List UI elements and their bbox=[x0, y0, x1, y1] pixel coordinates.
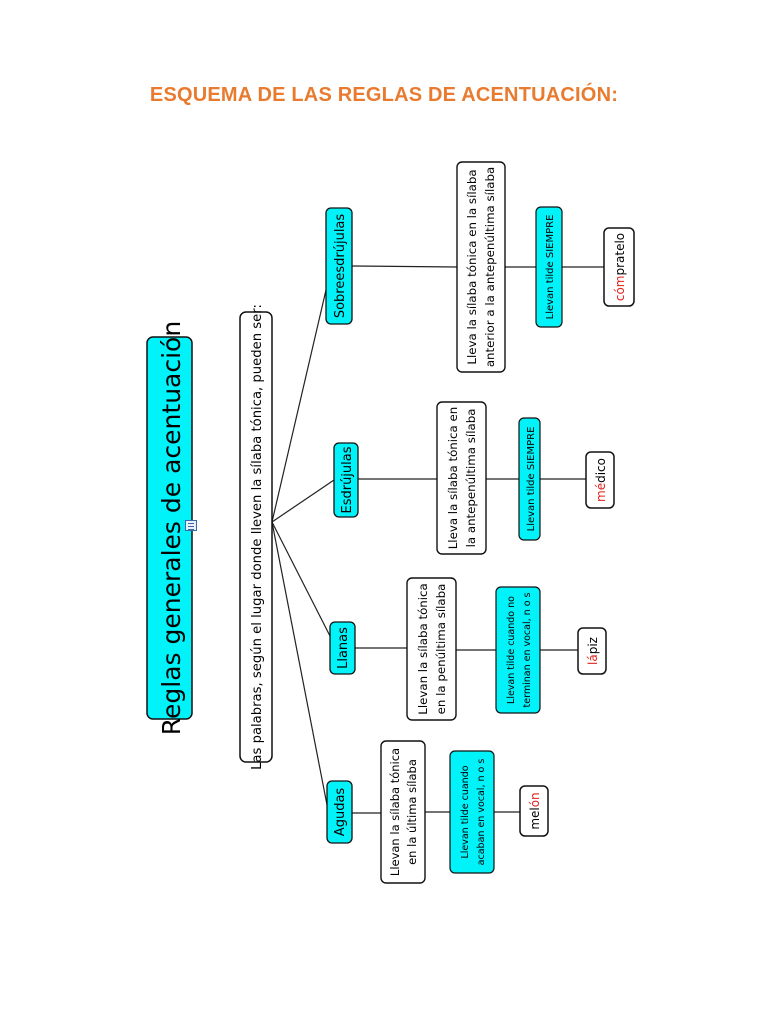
rule-line: en la última sílaba bbox=[405, 759, 419, 865]
tilde-node-llanas: Llevan tilde cuando no terminan en vocal… bbox=[495, 586, 541, 714]
example-accent: cóm bbox=[613, 276, 627, 302]
example-word: lápiz bbox=[586, 637, 600, 665]
rule-line: la antepenúltima sílaba bbox=[464, 409, 478, 548]
tilde-line: terminan en vocal, n o s bbox=[522, 592, 533, 707]
category-node-sobreesdrujulas: Sobreesdrújulas bbox=[325, 207, 353, 325]
tilde-line: acaban en vocal, n o s bbox=[476, 759, 487, 866]
example-rest: mel bbox=[528, 807, 542, 829]
example-rest: piz bbox=[586, 637, 600, 654]
connectors bbox=[271, 265, 604, 814]
main-node-label: Reglas generales de acentuación bbox=[157, 321, 186, 735]
intro-node-label: Las palabras, según el lugar donde lleve… bbox=[249, 304, 265, 770]
main-node: Reglas generales de acentuación bbox=[146, 321, 193, 735]
example-node-agudas: melón bbox=[519, 785, 549, 837]
rule-line: Llevan la sílaba tónica bbox=[388, 748, 402, 876]
rule-node-sobreesdrujulas: Lleva la sílaba tónica en la sílaba ante… bbox=[456, 161, 506, 373]
intro-node: Las palabras, según el lugar donde lleve… bbox=[239, 304, 273, 770]
category-node-agudas: Agudas bbox=[326, 780, 353, 844]
example-rest: pratelo bbox=[613, 233, 627, 276]
tilde-line: Llevan tilde cuando bbox=[460, 765, 471, 858]
rule-line: Lleva la sílaba tónica en la sílaba bbox=[465, 169, 479, 364]
rule-node-esdrujulas: Lleva la sílaba tónica en la antepenúlti… bbox=[436, 401, 487, 555]
example-rest: dico bbox=[594, 458, 608, 483]
tilde-node-esdrujulas: Llevan tilde SIEMPRE bbox=[518, 417, 541, 541]
example-accent: mé bbox=[594, 483, 608, 502]
connector-sobreesdrujulas bbox=[271, 289, 327, 523]
tilde-line: Llevan tilde SIEMPRE bbox=[545, 215, 556, 320]
example-node-llanas: lápiz bbox=[577, 627, 607, 675]
rule-line: anterior a la antepenúltima sílaba bbox=[483, 167, 497, 367]
rule-line: Llevan la sílaba tónica bbox=[416, 583, 430, 715]
tilde-node-sobreesdrujulas: Llevan tilde SIEMPRE bbox=[535, 206, 563, 328]
example-node-esdrujulas: médico bbox=[585, 451, 615, 509]
rule-node-llanas: Llevan la sílaba tónica en la penúltima … bbox=[406, 577, 457, 721]
connector-llanas bbox=[271, 521, 331, 637]
category-node-esdrujulas: Esdrújulas bbox=[333, 442, 359, 518]
connector-agudas bbox=[271, 521, 329, 811]
example-node-sobreesdrujulas: cómpratelo bbox=[603, 227, 635, 307]
rule-line: Lleva la sílaba tónica en bbox=[446, 407, 460, 550]
category-label: Llanas bbox=[336, 627, 351, 669]
category-label: Sobreesdrújulas bbox=[333, 214, 348, 319]
example-accent: ón bbox=[528, 792, 542, 807]
rule-line: en la penúltima sílaba bbox=[434, 584, 448, 715]
note-icon bbox=[185, 520, 197, 531]
connector-esdrujulas bbox=[271, 479, 335, 523]
category-label: Esdrújulas bbox=[340, 446, 355, 513]
page-title: ESQUEMA DE LAS REGLAS DE ACENTUACIÓN: bbox=[149, 84, 619, 106]
example-word: cómpratelo bbox=[613, 233, 627, 301]
example-word: melón bbox=[528, 792, 542, 829]
connector-rule-sobre bbox=[351, 265, 458, 268]
example-accent: lá bbox=[586, 654, 600, 665]
example-word: médico bbox=[594, 458, 608, 502]
category-label: Agudas bbox=[333, 788, 348, 837]
tilde-node-agudas: Llevan tilde cuando acaban en vocal, n o… bbox=[449, 750, 495, 874]
tilde-line: Llevan tilde SIEMPRE bbox=[526, 427, 537, 532]
rule-node-agudas: Llevan la sílaba tónica en la última síl… bbox=[380, 740, 426, 884]
category-node-llanas: Llanas bbox=[329, 621, 356, 675]
tilde-line: Llevan tilde cuando no bbox=[506, 596, 517, 704]
